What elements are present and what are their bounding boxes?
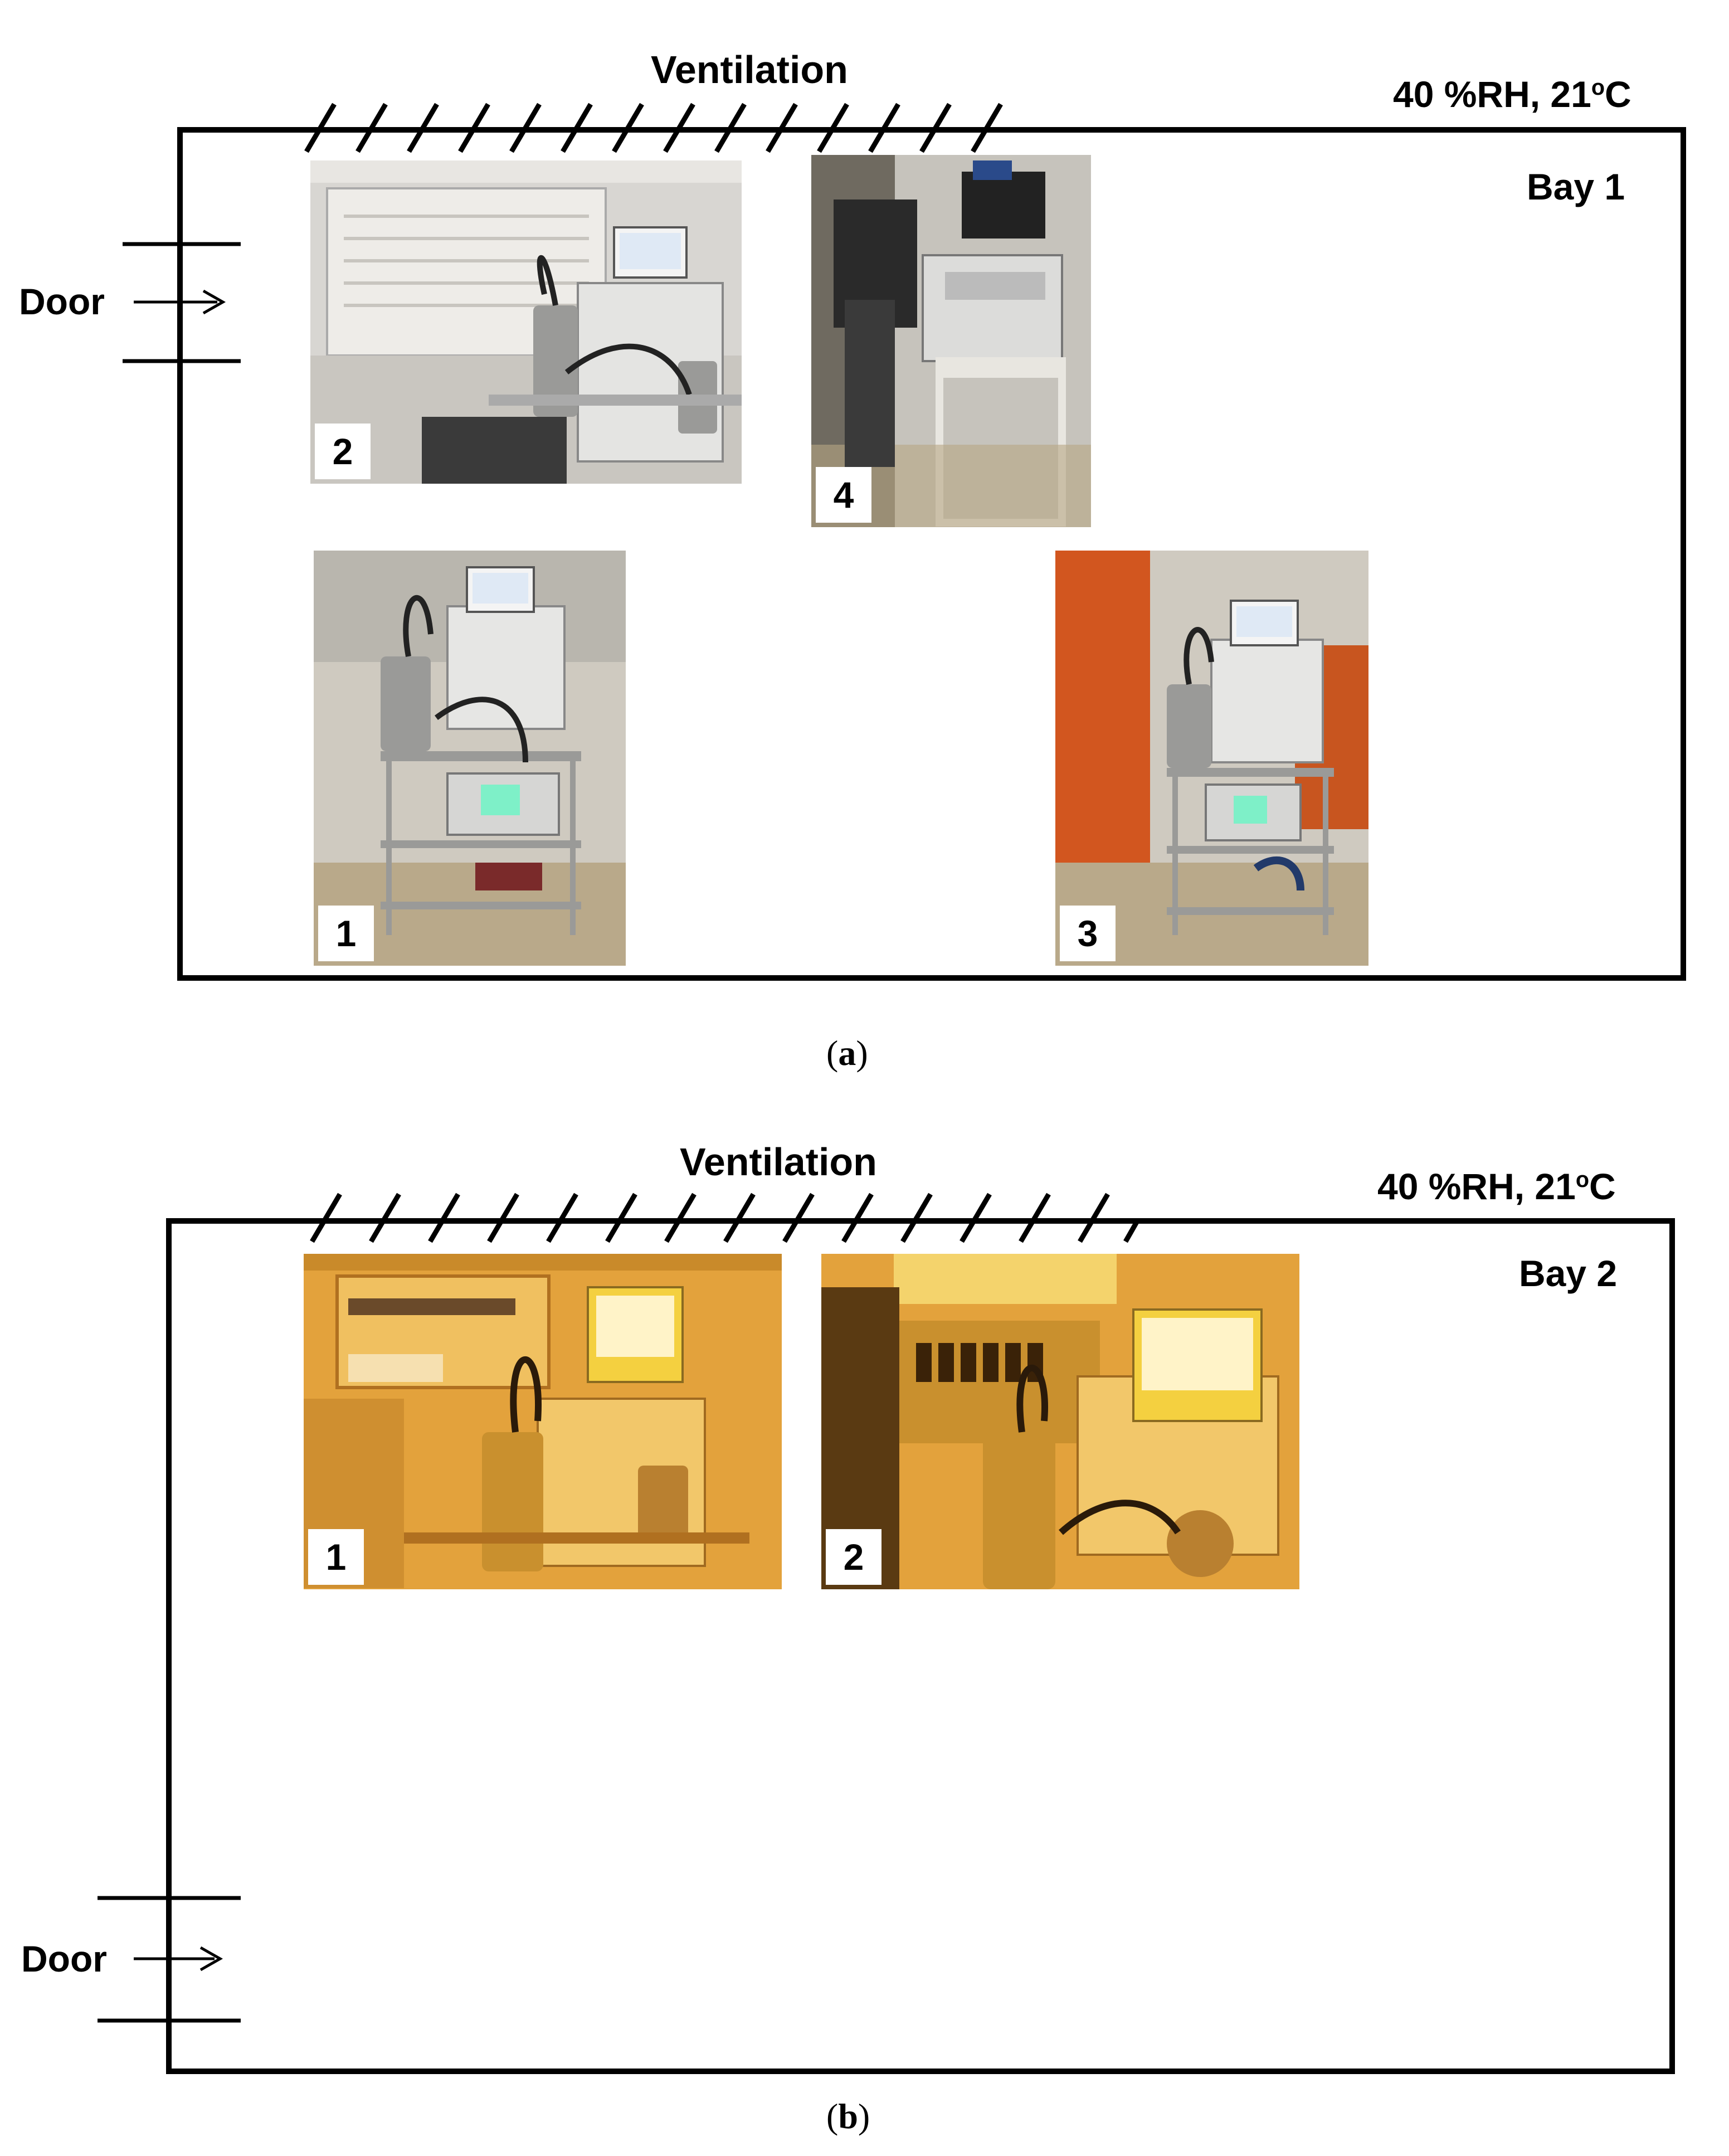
door-marker bbox=[98, 1896, 241, 2023]
degree-mark: o bbox=[1591, 75, 1605, 100]
degree-mark: o bbox=[1575, 1167, 1590, 1193]
caption-letter: a bbox=[838, 1033, 856, 1073]
caption-b: (b) bbox=[826, 2099, 870, 2134]
bay2-label: Bay 2 bbox=[1519, 1253, 1618, 1294]
panel-a-bay1-layout: Ventilation 40 %RH, 21oC Bay 1 Door bbox=[19, 48, 1686, 1071]
door-label: Door bbox=[21, 1938, 107, 1979]
ventilation-label: Ventilation bbox=[651, 48, 848, 91]
conditions-text: 40 %RH, 21 bbox=[1377, 1166, 1576, 1207]
photo-yellow-room-station-2: 2 bbox=[821, 1254, 1299, 1589]
photo-number-badge: 4 bbox=[816, 467, 871, 523]
photo-number-badge: 3 bbox=[1060, 906, 1116, 961]
photo-cart-station-1: 1 bbox=[314, 551, 626, 966]
bay1-room-outline bbox=[177, 127, 1686, 981]
conditions-text: 40 %RH, 21 bbox=[1393, 74, 1591, 115]
photo-number-badge: 2 bbox=[315, 424, 371, 479]
door-label: Door bbox=[19, 281, 105, 322]
conditions-label: 40 %RH, 21oC bbox=[1377, 1168, 1616, 1205]
photo-number-badge: 1 bbox=[308, 1529, 364, 1585]
caption-close: ) bbox=[858, 2096, 870, 2136]
photo-cart-station-3: 3 bbox=[1055, 551, 1368, 966]
photo-glovebox-station-2: 2 bbox=[310, 160, 742, 484]
caption-close: ) bbox=[856, 1033, 868, 1073]
ventilation-hatch bbox=[310, 1193, 1139, 1243]
caption-letter: b bbox=[838, 2096, 858, 2136]
conditions-unit: C bbox=[1589, 1166, 1616, 1207]
caption-open: ( bbox=[826, 1033, 839, 1073]
ventilation-label: Ventilation bbox=[680, 1140, 877, 1184]
bay2-room-outline bbox=[166, 1218, 1675, 2074]
photo-workstation-4: 4 bbox=[811, 155, 1091, 527]
door-marker bbox=[123, 242, 241, 363]
caption-a: (a) bbox=[826, 1035, 868, 1071]
photo-yellow-room-station-1: 1 bbox=[304, 1254, 782, 1589]
panel-b-bay2-layout: Ventilation 40 %RH, 21oC Bay 2 Door bbox=[0, 1092, 1729, 2156]
conditions-label: 40 %RH, 21oC bbox=[1393, 76, 1631, 113]
caption-open: ( bbox=[826, 2096, 839, 2136]
bay1-label: Bay 1 bbox=[1527, 166, 1625, 207]
photo-number-badge: 2 bbox=[826, 1529, 881, 1585]
photo-number-badge: 1 bbox=[318, 906, 374, 961]
conditions-unit: C bbox=[1605, 74, 1631, 115]
